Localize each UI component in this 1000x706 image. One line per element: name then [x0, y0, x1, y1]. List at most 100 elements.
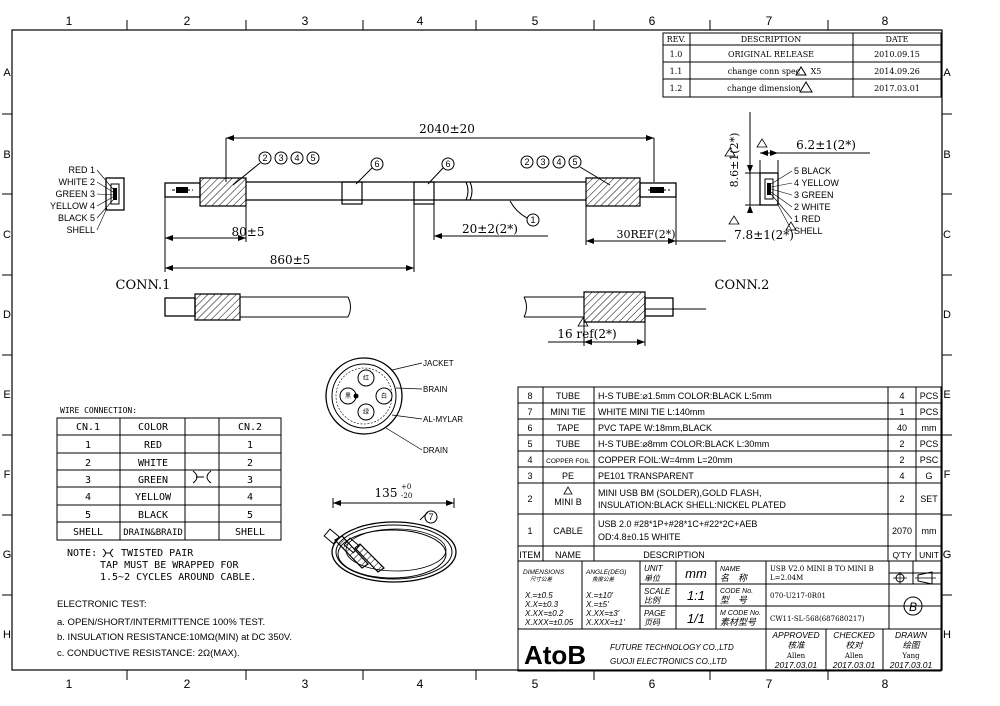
bom-qty: 4	[899, 471, 904, 481]
note-text: TWISTED PAIR	[121, 548, 194, 559]
rev-header: DATE	[886, 35, 909, 44]
bom-item: 1	[527, 526, 532, 536]
note-text: TAP MUST BE WRAPPED FOR	[100, 560, 239, 571]
row-label: F	[944, 469, 951, 481]
tol-linear: X.XX=±0.2	[524, 609, 564, 618]
col-label: 8	[882, 677, 889, 691]
approved-by: Allen	[786, 652, 806, 660]
rev-header: DESCRIPTION	[741, 35, 801, 44]
rev-number: 1.2	[670, 84, 683, 93]
tape-marker	[413, 181, 435, 205]
note-text: 1.5~2 CYCLES AROUND CABLE.	[100, 572, 257, 583]
cross-section-label: JACKET	[423, 359, 454, 368]
page-label: PAGE	[644, 609, 666, 618]
approved-cn: 核准	[787, 640, 806, 650]
row-label: F	[4, 469, 11, 481]
conn1-side-view	[164, 293, 351, 321]
conn2-pin-label: 5 BLACK	[794, 166, 831, 176]
conn2-end-view: 5 BLACK 4 YELLOW 3 GREEN 2 WHITE 1 RED S…	[724, 112, 870, 236]
drawn-date: 2017.03.01	[889, 660, 933, 670]
row-label: D	[3, 309, 11, 321]
bom-header: NAME	[555, 550, 581, 560]
bom-name: PE	[562, 471, 574, 481]
revision-table: REV. DESCRIPTION DATE 1.0 ORIGINAL RELEA…	[662, 32, 942, 98]
bom-name: COPPER FOIL	[546, 458, 590, 465]
col-label: 6	[649, 14, 656, 28]
wiring-cell: RED	[144, 440, 162, 451]
balloons-right: 2 3 4 5	[520, 155, 611, 186]
column-labels-bottom: 1 2 3 4 5 6 7 8	[66, 677, 889, 691]
dim-8-6: 8.6±1(2*)	[728, 133, 741, 188]
bom-qty: 2	[899, 455, 904, 465]
test-item: c. CONDUCTIVE RESISTANCE: 2Ω(MAX).	[57, 648, 240, 659]
rev-number: 1.1	[670, 67, 683, 76]
row-label: H	[3, 629, 11, 641]
col-label: 5	[532, 677, 539, 691]
balloon-number: 7	[428, 512, 433, 522]
bom-header: UNIT	[919, 550, 939, 560]
wiring-cell: 5	[247, 510, 253, 521]
wiring-header: CN.2	[238, 422, 262, 433]
col-label: 2	[184, 677, 191, 691]
bom-description: H-S TUBE:⌀1.5mm COLOR:BLACK L:5mm	[598, 391, 772, 401]
bom-description: INSULATION:BLACK SHELL:NICKEL PLATED	[598, 500, 786, 510]
balloon-number: 6	[445, 159, 450, 169]
part-name: USB V2.0 MINI B TO MINI B	[770, 565, 874, 573]
tol-angular: X.XXX=±1'	[585, 618, 625, 627]
conn2-overmold	[585, 177, 641, 207]
checked-label: CHECKED	[833, 630, 875, 640]
wiring-caption: WIRE CONNECTION:	[60, 406, 137, 415]
conn2-pin-label: 1 RED	[794, 214, 821, 224]
tape-marker	[341, 181, 363, 205]
col-label: 1	[66, 14, 73, 28]
scale-cn: 比例	[644, 596, 662, 605]
bom-unit: SET	[920, 494, 938, 504]
revision-triangle-icon	[795, 66, 807, 76]
approved-label: APPROVED	[771, 630, 819, 640]
conn1-end-view: RED 1 WHITE 2 GREEN 3 YELLOW 4 BLACK 5 S…	[50, 165, 125, 235]
row-label: A	[3, 67, 11, 79]
row-label: C	[3, 229, 11, 241]
test-title: ELECTRONIC TEST:	[57, 599, 147, 610]
wiring-cell: 2	[247, 458, 253, 469]
unit-value: mm	[685, 566, 707, 581]
row-label: E	[943, 389, 950, 401]
projection-symbol-icon	[893, 571, 936, 585]
unit-cn: 单位	[644, 574, 661, 583]
bom-name: CABLE	[553, 526, 583, 536]
col-label: 3	[302, 677, 309, 691]
wiring-header: COLOR	[138, 422, 169, 433]
revision-mark: B	[909, 600, 917, 614]
bom-item: 7	[527, 407, 532, 417]
wiring-cell: YELLOW	[135, 492, 172, 503]
bom-description: COPPER FOIL:W=4mm L=20mm	[598, 455, 733, 465]
dim-7-8: 7.8±1(2*)	[734, 228, 794, 242]
conn1-pin-label: RED 1	[68, 165, 95, 175]
dim-6-2: 6.2±1(2*)	[796, 138, 856, 152]
name-cn: 名 称	[720, 573, 749, 583]
balloon-number: 4	[556, 157, 561, 167]
bom-description: OD:4.8±0.15 WHITE	[598, 532, 680, 542]
core-label: 白	[381, 392, 387, 400]
checked-date: 2017.03.01	[832, 660, 876, 670]
rev-date: 2010.09.15	[874, 50, 920, 59]
bom-name: TUBE	[556, 439, 580, 449]
bom-unit: mm	[922, 423, 937, 433]
bom-unit: PSC	[920, 455, 939, 465]
wiring-cell: 4	[247, 492, 253, 503]
mcode-cn: 素材型号	[720, 617, 757, 627]
mcode-value: CW11-SL-568(687680217)	[770, 615, 865, 623]
bom-unit: G	[925, 471, 932, 481]
revision-triangle-icon	[799, 81, 813, 93]
twisted-pair-icon	[102, 548, 114, 558]
col-label: 5	[532, 14, 539, 28]
twisted-pair-icon	[192, 470, 212, 484]
row-label: G	[3, 549, 12, 561]
drawn-by: Yang	[901, 652, 920, 660]
wiring-cell: WHITE	[138, 458, 168, 469]
balloon-number: 3	[540, 157, 545, 167]
spec-triangle-icon	[577, 317, 589, 327]
bom-header: ITEM	[519, 550, 541, 560]
checked-by: Allen	[844, 652, 864, 660]
bom-item: 8	[527, 391, 532, 401]
